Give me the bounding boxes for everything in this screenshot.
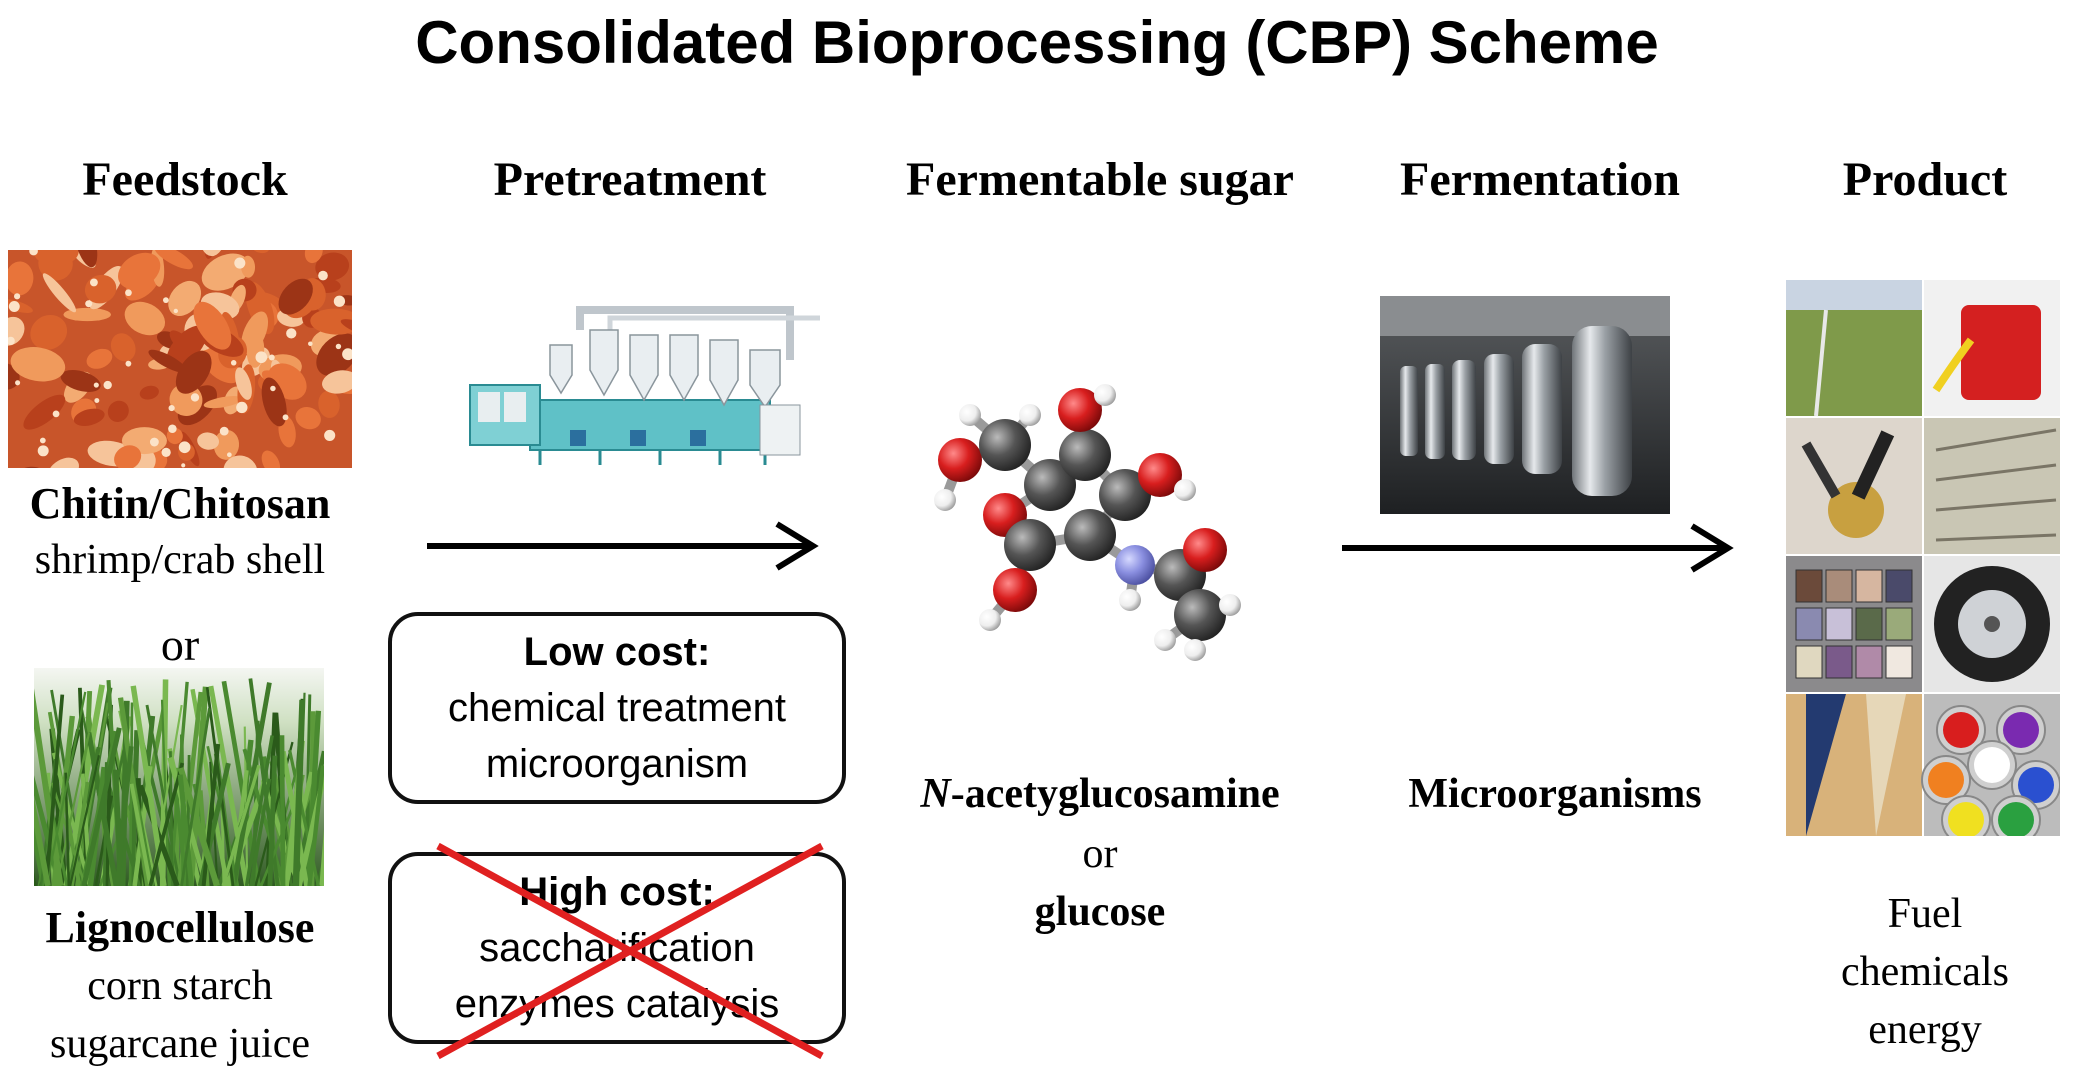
sugar-name: N-acetyglucosamine xyxy=(860,770,1340,818)
milling-machine-image xyxy=(460,290,830,470)
header-fermentation: Fermentation xyxy=(1400,153,1680,206)
low-cost-box: Low cost: chemical treatment microorgani… xyxy=(388,612,846,804)
header-feedstock: Feedstock xyxy=(82,153,288,206)
header-product: Product xyxy=(1842,153,2008,206)
arrow-pretreatment xyxy=(425,518,825,574)
molecule-image xyxy=(930,360,1270,680)
arrow-fermentation xyxy=(1340,520,1740,576)
page-title: Consolidated Bioprocessing (CBP) Scheme xyxy=(415,9,1659,76)
fermentation-tanks-image xyxy=(1380,296,1670,514)
low-cost-line2: microorganism xyxy=(485,742,749,786)
fermentation-label: Microorganisms xyxy=(1408,771,1702,817)
grass-image xyxy=(34,668,324,886)
sugar-or: or xyxy=(1082,831,1118,877)
ligno-source-2: sugarcane juice xyxy=(49,1021,311,1067)
cross-out-mark xyxy=(430,840,830,1062)
chitin-title: Chitin/Chitosan xyxy=(29,479,331,528)
product-line2: chemicals xyxy=(1841,949,2009,995)
product-line1: Fuel xyxy=(1887,891,1963,937)
header-pretreatment: Pretreatment xyxy=(493,153,767,206)
low-cost-line1: chemical treatment xyxy=(448,686,786,730)
shrimp-shell-image xyxy=(8,250,352,468)
sugar-name-rest: -acetyglucosamine xyxy=(950,771,1280,817)
sugar-name-italic: N xyxy=(920,771,951,817)
ligno-source-1: corn starch xyxy=(87,963,273,1009)
header-fermentable-sugar: Fermentable sugar xyxy=(906,153,1294,206)
product-collage-image xyxy=(1786,280,2060,836)
chitin-source: shrimp/crab shell xyxy=(34,537,326,583)
high-cost-line1: saccharification xyxy=(479,926,755,970)
low-cost-title: Low cost: xyxy=(523,630,711,674)
lignocellulose-title: Lignocellulose xyxy=(45,903,315,952)
feedstock-or: or xyxy=(160,619,200,670)
sugar-alt: glucose xyxy=(1034,889,1166,935)
product-line3: energy xyxy=(1868,1007,1982,1053)
